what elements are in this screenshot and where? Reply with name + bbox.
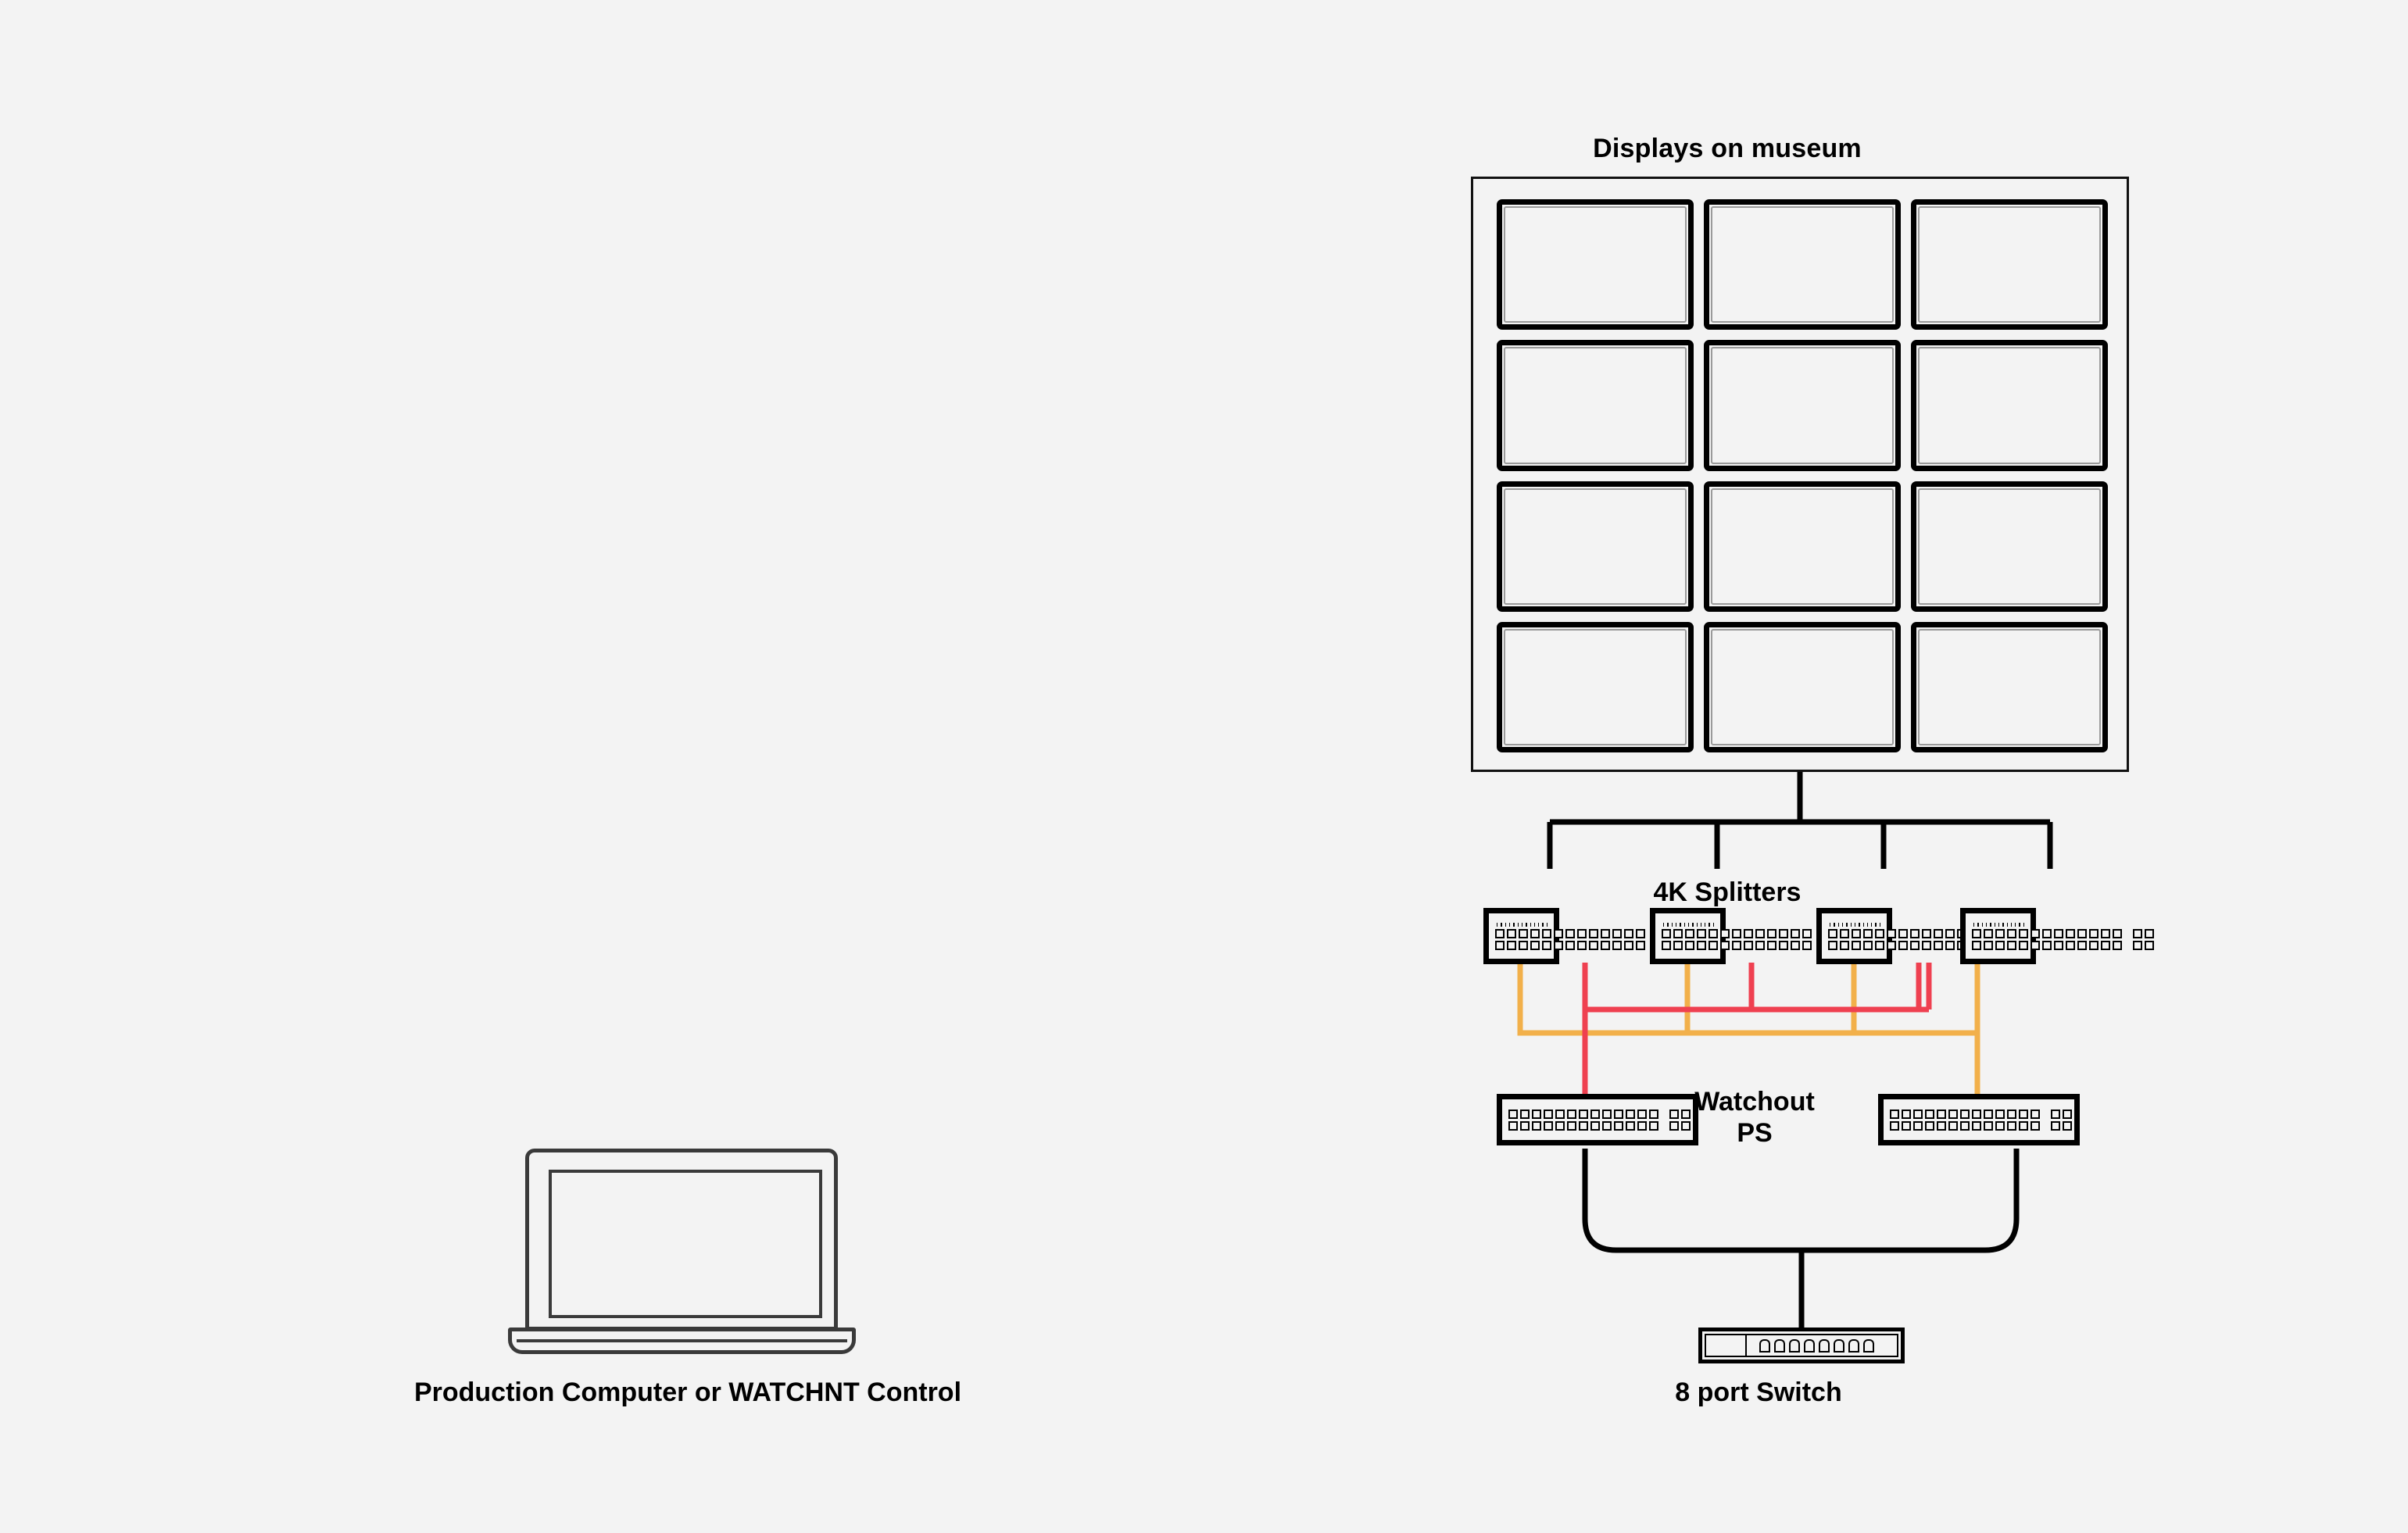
- splitter-device-2: [1650, 908, 1844, 964]
- switch-port-row: [1747, 1338, 1874, 1353]
- display-screen: [1704, 621, 1901, 752]
- watchout-server-right: [1878, 1094, 2080, 1145]
- splitter-vent-dashes: [1972, 922, 2025, 927]
- laptop-screen: [549, 1170, 822, 1318]
- switch-port: [1863, 1338, 1874, 1353]
- watchout-to-switch-cables: [1582, 1149, 2020, 1328]
- display-screen: [1497, 199, 1694, 331]
- display-screen: [1704, 481, 1901, 612]
- switch-port: [1774, 1338, 1785, 1353]
- display-screen: [1497, 340, 1694, 471]
- display-screen: [1911, 340, 2108, 471]
- watchout-server-left: [1497, 1094, 1698, 1145]
- production-computer: [508, 1149, 856, 1354]
- switch-port: [1789, 1338, 1800, 1353]
- display-grid: [1497, 199, 2108, 752]
- splitter-vent-dashes: [1662, 922, 1715, 927]
- splitter-ports: [1662, 928, 1844, 950]
- laptop-base-line: [517, 1339, 847, 1342]
- network-switch: [1698, 1328, 1905, 1363]
- splitter-vent-dashes: [1495, 922, 1548, 927]
- splitter-ports: [1972, 928, 2154, 950]
- display-screen: [1497, 621, 1694, 752]
- splitters-label: 4K Splitters: [1653, 877, 1802, 907]
- switch-port: [1834, 1338, 1844, 1353]
- display-screen: [1704, 199, 1901, 331]
- switch-status-cell: [1706, 1335, 1747, 1356]
- display-screen: [1704, 340, 1901, 471]
- display-screen: [1497, 481, 1694, 612]
- orange-cables: [1517, 963, 1980, 1095]
- display-screen: [1911, 481, 2108, 612]
- splitter-vent-dashes: [1828, 922, 1881, 927]
- watchout-label: Watchout PS: [1694, 1087, 1815, 1149]
- watchout-ports: [1508, 1109, 1691, 1131]
- switch-port: [1804, 1338, 1815, 1353]
- laptop-base: [508, 1328, 856, 1354]
- laptop-label: Production Computer or WATCHNT Control: [413, 1378, 962, 1407]
- laptop-lid: [525, 1149, 838, 1331]
- switch-port: [1848, 1338, 1859, 1353]
- splitter-device-1: [1483, 908, 1677, 964]
- switch-port: [1819, 1338, 1830, 1353]
- switch-port: [1759, 1338, 1770, 1353]
- displays-title: Displays on museum: [1593, 134, 1862, 163]
- display-screen: [1911, 199, 2108, 331]
- switch-label: 8 port Switch: [1675, 1378, 1842, 1407]
- display-screen: [1911, 621, 2108, 752]
- splitter-ports: [1495, 928, 1677, 950]
- splitter-device-3: [1816, 908, 2010, 964]
- splitter-ports: [1828, 928, 2010, 950]
- switch-faceplate: [1705, 1334, 1898, 1357]
- wall-to-splitter-tree: [1547, 772, 2053, 869]
- watchout-ports: [1890, 1109, 2072, 1131]
- splitter-device-4: [1960, 908, 2154, 964]
- red-cables: [1582, 963, 1932, 1095]
- display-wall: [1471, 177, 2129, 772]
